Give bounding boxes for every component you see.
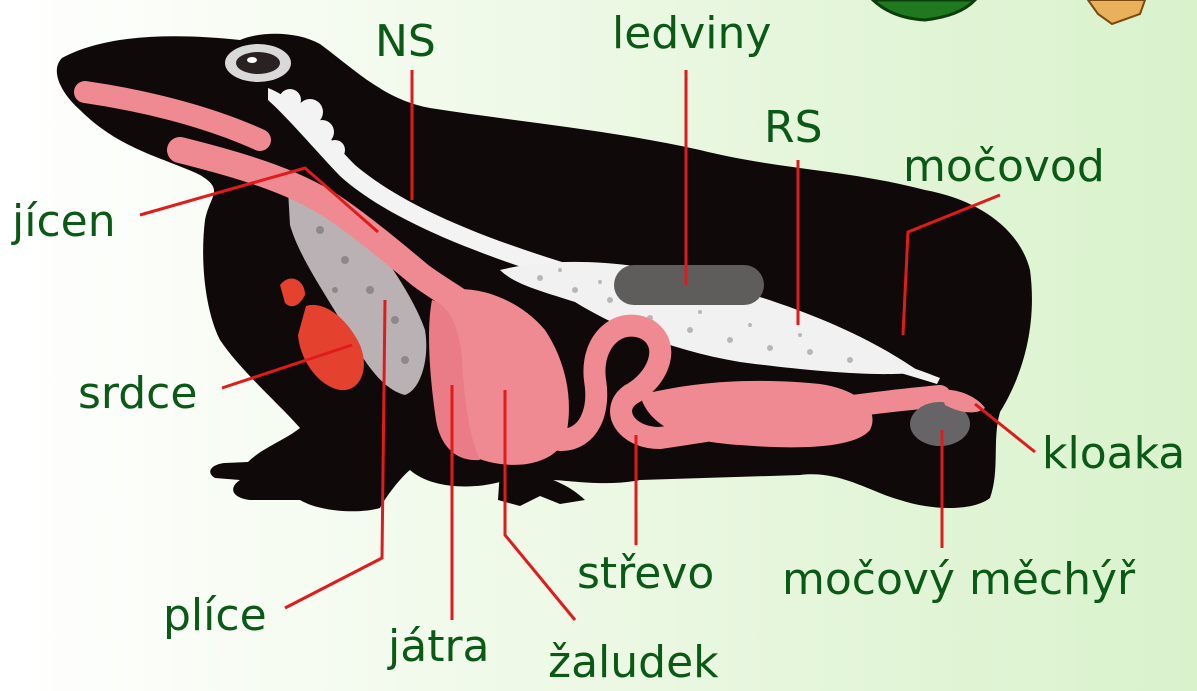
label-mocovod: močovod [903,145,1105,189]
label-plice: plíce [163,594,267,638]
label-kloaka: kloaka [1042,432,1185,476]
label-ns: NS [375,20,436,64]
frog-eye [236,52,280,74]
label-jicen: jícen [12,200,116,244]
label-strevo: střevo [577,552,714,596]
frog-eye-highlight [247,57,257,63]
corner-green-badge [873,0,975,20]
label-mocovy-mechyr: močový měchýř [782,558,1135,602]
label-ledviny: ledviny [612,12,771,56]
kidney-organ [614,265,764,305]
label-srdce: srdce [78,372,197,416]
label-jatra: játra [388,625,490,669]
corner-pencil-icon [1088,0,1145,24]
label-rs: RS [764,106,823,150]
label-zaludek: žaludek [548,641,719,685]
